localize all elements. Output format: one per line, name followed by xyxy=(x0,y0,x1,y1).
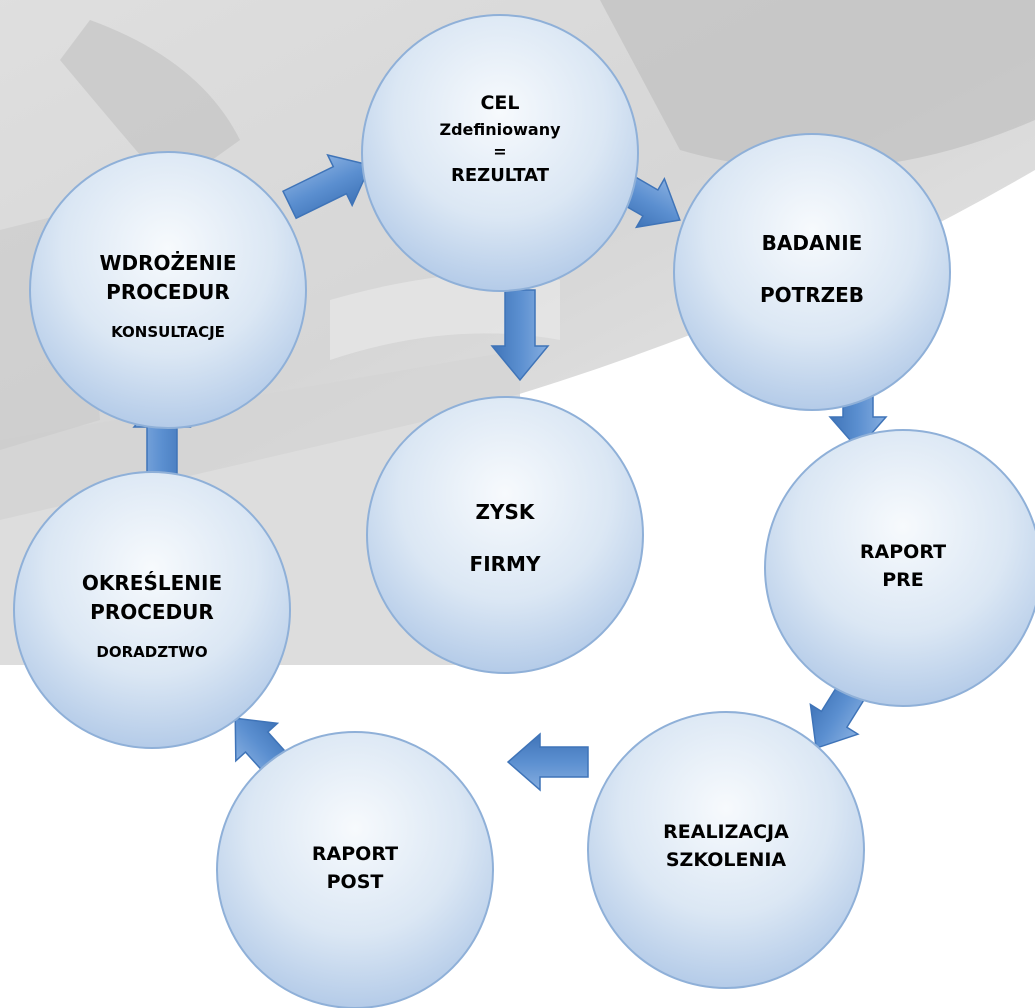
node-circle-realizacja xyxy=(587,711,865,989)
node-okreslenie: OKREŚLENIE PROCEDUR DORADZTWO xyxy=(13,471,291,749)
node-label-raport-pre-line-1: PRE xyxy=(882,569,924,591)
node-badanie: BADANIE POTRZEB xyxy=(673,133,951,411)
node-label-raport-post-line-0: RAPORT xyxy=(312,843,398,865)
node-label-wdrozenie-line-1: PROCEDUR xyxy=(106,280,230,304)
node-label-okreslenie-line-0: OKREŚLENIE xyxy=(82,571,222,595)
node-label-badanie-line-1: POTRZEB xyxy=(760,283,864,307)
node-zysk: ZYSK FIRMY xyxy=(366,396,644,674)
arrow-realizacja-to-raport-post xyxy=(506,732,589,792)
node-label-okreslenie-line-1: PROCEDUR xyxy=(90,600,214,624)
nodes-layer: CEL Zdefiniowany = REZULTAT BADANIE POTRZEB RA… xyxy=(13,14,1035,1008)
node-circle-badanie xyxy=(673,133,951,411)
node-label-wdrozenie-line-2: KONSULTACJE xyxy=(111,323,225,341)
node-label-realizacja-line-1: SZKOLENIA xyxy=(666,849,787,871)
arrow-wdrozenie-to-cel xyxy=(281,153,372,220)
node-label-okreslenie-line-2: DORADZTWO xyxy=(96,643,207,661)
node-circle-zysk xyxy=(366,396,644,674)
node-raport-pre: RAPORT PRE xyxy=(764,429,1035,707)
node-circle-okreslenie xyxy=(13,471,291,749)
node-circle-cel xyxy=(361,14,639,292)
node-wdrozenie: WDROŻENIE PROCEDUR KONSULTACJE xyxy=(29,151,307,429)
node-circle-raport-pre xyxy=(764,429,1035,707)
node-label-cel-line-0: CEL xyxy=(480,92,519,114)
node-circle-raport-post xyxy=(216,731,494,1008)
node-label-wdrozenie-line-0: WDROŻENIE xyxy=(99,251,236,275)
node-label-badanie-line-0: BADANIE xyxy=(762,231,863,255)
node-label-raport-post-line-1: POST xyxy=(327,871,384,893)
node-realizacja: REALIZACJA SZKOLENIA xyxy=(587,711,865,989)
node-label-cel-line-2: = xyxy=(493,142,506,161)
node-label-zysk-line-0: ZYSK xyxy=(476,500,536,524)
node-label-raport-pre-line-0: RAPORT xyxy=(860,541,946,563)
node-label-zysk-line-1: FIRMY xyxy=(470,552,541,576)
node-raport-post: RAPORT POST xyxy=(216,731,494,1008)
node-label-cel-line-3: REZULTAT xyxy=(451,165,550,186)
node-label-realizacja-line-0: REALIZACJA xyxy=(663,821,789,843)
node-label-cel-line-1: Zdefiniowany xyxy=(439,120,561,139)
node-circle-wdrozenie xyxy=(29,151,307,429)
arrow-cel-to-zysk xyxy=(490,289,550,382)
node-cel: CEL Zdefiniowany = REZULTAT xyxy=(361,14,639,292)
